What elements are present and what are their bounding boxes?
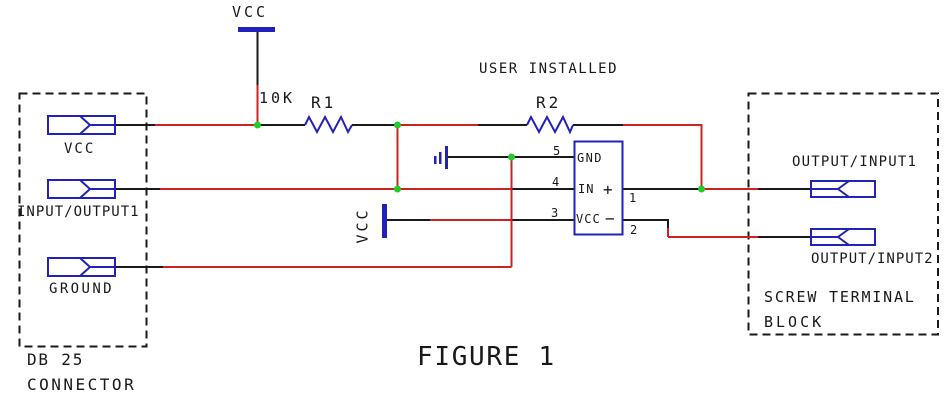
r1-value-label: 10K bbox=[259, 89, 296, 107]
ic-pin-number-1: 1 bbox=[629, 191, 637, 205]
red-wires bbox=[155, 85, 758, 268]
ic-polarity-minus: − bbox=[605, 209, 615, 228]
terminal-symbol-output1 bbox=[810, 180, 876, 198]
ic-pin-name-vcc: VCC bbox=[576, 212, 601, 226]
dashed-box-outline bbox=[18, 92, 148, 348]
db25-title-line1: DB 25 bbox=[27, 350, 85, 369]
db25-pin-label-vcc: VCC bbox=[64, 141, 96, 157]
screw-terminal-dashed-box bbox=[747, 92, 939, 336]
screw-terminal-title-line1: SCREW TERMINAL bbox=[764, 288, 916, 306]
terminal-label-output2: OUTPUT/INPUT2 bbox=[811, 251, 934, 267]
resistor-r2-symbol bbox=[526, 114, 574, 135]
ic-body bbox=[573, 140, 624, 236]
connector-chevron bbox=[79, 115, 92, 135]
vcc-supply-bar bbox=[382, 204, 387, 238]
ic-pin-number-5: 5 bbox=[553, 144, 561, 158]
ground-bar-tall bbox=[445, 146, 448, 169]
ground-bar-short bbox=[434, 156, 437, 164]
figure-caption: FIGURE 1 bbox=[417, 342, 556, 372]
ic-pin-number-2: 2 bbox=[630, 223, 638, 237]
junction-dot bbox=[508, 153, 515, 161]
terminal-chevron bbox=[836, 228, 850, 246]
dashed-box-outline bbox=[747, 92, 939, 336]
db25-pin-symbol-ground bbox=[47, 257, 116, 277]
r2-ref-label: R2 bbox=[536, 93, 562, 112]
junction-dot bbox=[698, 185, 705, 193]
junction-dot bbox=[394, 121, 401, 129]
r1-ref-label: R1 bbox=[311, 93, 337, 112]
terminal-chevron bbox=[836, 180, 850, 198]
db25-title-line2: CONNECTOR bbox=[27, 375, 137, 394]
ic-pin-number-4: 4 bbox=[552, 175, 560, 189]
black-wires bbox=[115, 32, 811, 268]
db25-pin-label-ground: GROUND bbox=[49, 281, 114, 297]
db25-pin-symbol-io1 bbox=[47, 179, 116, 199]
db25-dashed-box bbox=[18, 92, 148, 348]
junction-dot bbox=[394, 185, 401, 193]
terminal-label-output1: OUTPUT/INPUT1 bbox=[792, 154, 918, 170]
ic-pin-name-gnd: GND bbox=[577, 151, 603, 165]
user-installed-note: USER INSTALLED bbox=[479, 61, 619, 77]
components bbox=[47, 27, 876, 277]
vcc-supply-label: VCC bbox=[353, 207, 372, 244]
ic-pin-name-in: IN bbox=[578, 182, 595, 196]
ground-bar-mid bbox=[439, 152, 442, 164]
junction-dots bbox=[254, 121, 705, 193]
terminal-symbol-output2 bbox=[810, 228, 876, 246]
db25-pin-label-io1: INPUT/OUTPUT1 bbox=[17, 204, 140, 220]
ic-polarity-plus: + bbox=[603, 180, 613, 199]
ic-pin-number-3: 3 bbox=[551, 206, 559, 220]
screw-terminal-title-line2: BLOCK bbox=[764, 313, 825, 331]
ground-symbol bbox=[434, 146, 448, 169]
connector-chevron bbox=[79, 257, 92, 277]
resistor-r1-symbol bbox=[304, 114, 353, 135]
connector-chevron bbox=[79, 179, 92, 199]
vcc-rail-label: VCC bbox=[232, 3, 269, 21]
junction-dot bbox=[254, 121, 261, 129]
db25-pin-symbol-vcc bbox=[47, 115, 116, 135]
vcc-rail-bar bbox=[238, 27, 275, 32]
